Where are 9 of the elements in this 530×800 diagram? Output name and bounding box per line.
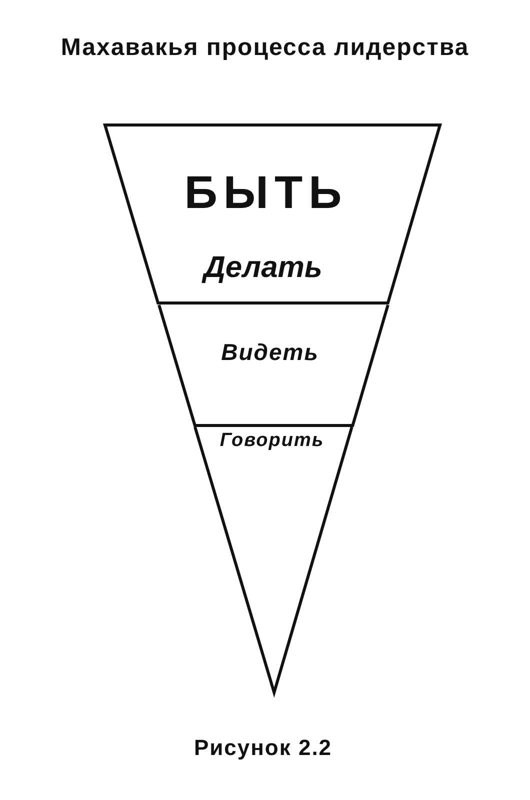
diagram-title: Махавакья процесса лидерства — [60, 36, 470, 60]
funnel-band — [102, 122, 443, 304]
band-label: Говорить — [220, 431, 324, 450]
funnel-band — [156, 304, 390, 426]
band-label: Видеть — [221, 341, 319, 364]
funnel-tip — [192, 426, 355, 699]
band-label: Делать — [204, 253, 322, 283]
figure-caption: Рисунок 2.2 — [194, 737, 332, 759]
band-title: БЫТЬ — [184, 169, 348, 215]
